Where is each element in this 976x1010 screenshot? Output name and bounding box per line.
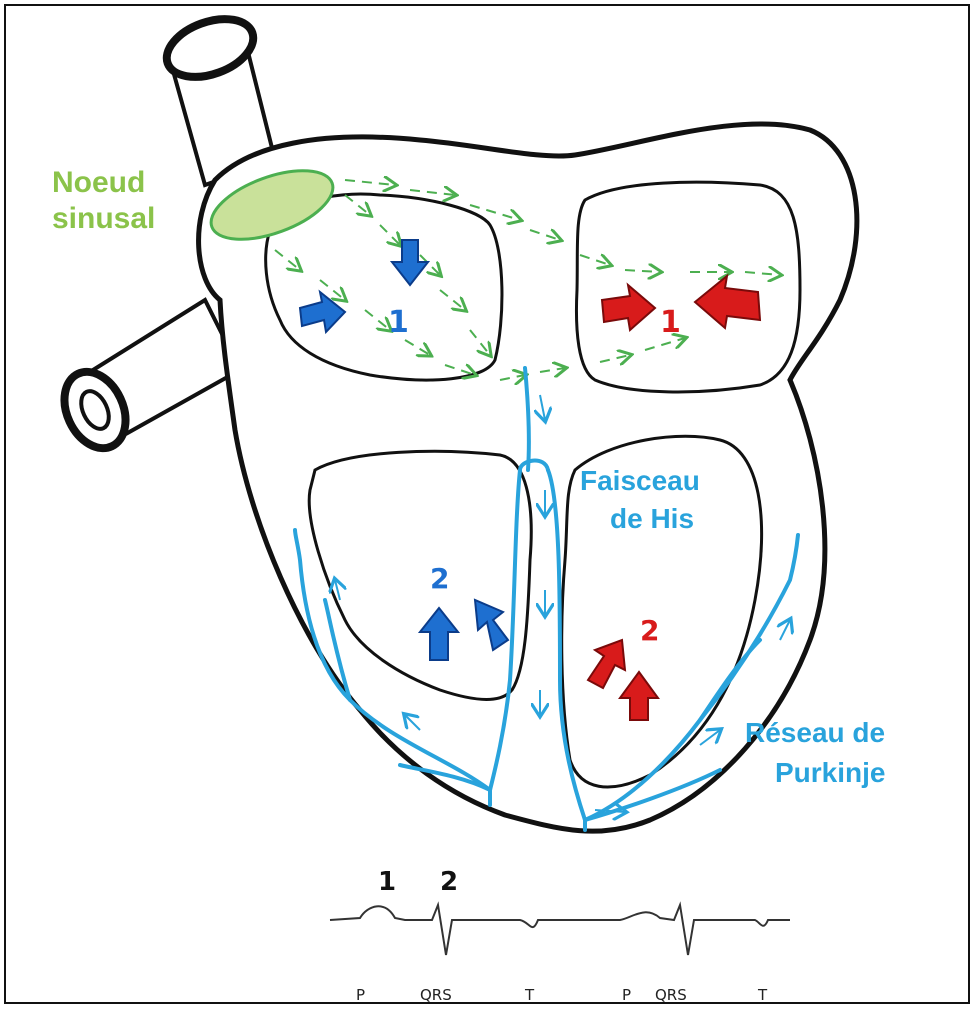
label-his-line1: Faisceau (580, 465, 700, 496)
ecg-wave-label-qrs1: QRS (420, 986, 452, 1004)
marker-ventricle-right: 2 (640, 614, 659, 647)
marker-atrium-right: 1 (660, 305, 681, 340)
marker-ventricle-left: 2 (430, 562, 449, 595)
label-sinus-node-line1: Noeud (52, 166, 145, 199)
label-purkinje-line2: Purkinje (775, 757, 885, 788)
label-purkinje-line1: Réseau de (745, 717, 885, 748)
ecg-wave-label-t2: T (757, 986, 768, 1004)
label-sinus-node-line2: sinusal (52, 202, 155, 235)
ecg-wave-label-qrs2: QRS (655, 986, 687, 1004)
ecg-trace (330, 905, 790, 955)
atrium-right-chamber (576, 182, 800, 392)
vena-cava-inferior (53, 300, 240, 458)
label-his-line2: de His (610, 503, 694, 534)
marker-atrium-left: 1 (388, 305, 409, 340)
ecg-wave-label-t1: T (524, 986, 535, 1004)
ecg-peak-label-2: 2 (440, 867, 458, 897)
ecg-peak-label-1: 1 (378, 867, 396, 897)
ecg-wave-label-p2: P (622, 986, 631, 1004)
ecg-wave-label-p1: P (356, 986, 365, 1004)
